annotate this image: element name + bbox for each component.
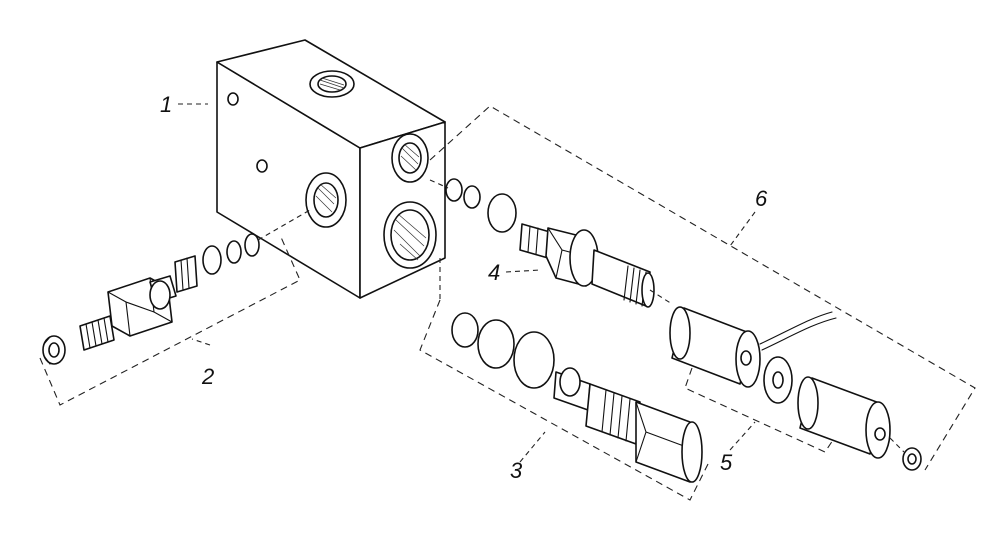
callout-2: 2: [201, 364, 214, 389]
callout-leaders: [178, 103, 756, 463]
callout-5: 5: [720, 450, 733, 475]
valve-block: [216, 39, 446, 299]
callout-3: 3: [510, 458, 523, 483]
relief-cartridge: [42, 233, 260, 365]
check-cartridge: [451, 312, 703, 483]
callout-6: 6: [755, 186, 768, 211]
callout-4: 4: [488, 260, 500, 285]
callout-1: 1: [160, 92, 172, 117]
solenoid-valve-assembly: [445, 178, 922, 471]
assembly-boundaries: [39, 105, 976, 501]
